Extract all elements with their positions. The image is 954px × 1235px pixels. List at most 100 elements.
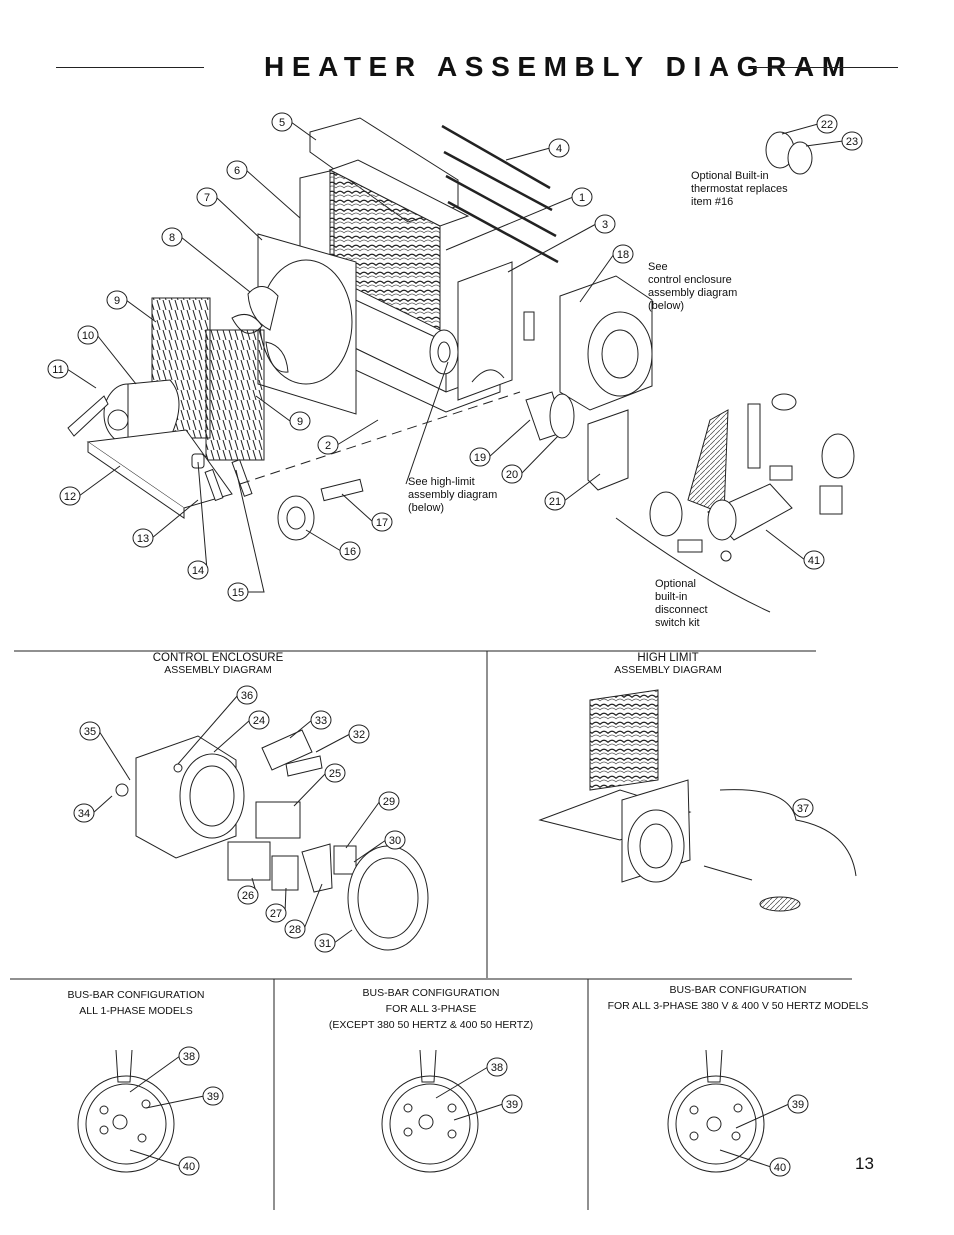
svg-text:26: 26 bbox=[242, 890, 254, 902]
svg-text:41: 41 bbox=[808, 555, 820, 567]
callout-2: 2 bbox=[317, 419, 379, 455]
svg-text:23: 23 bbox=[846, 136, 858, 148]
callout-10: 10 bbox=[77, 325, 137, 385]
callout-39c: 39 bbox=[735, 1094, 809, 1129]
svg-text:38: 38 bbox=[491, 1062, 503, 1074]
svg-text:24: 24 bbox=[253, 715, 265, 727]
callout-31: 31 bbox=[314, 929, 353, 953]
high-limit-ref-note: See high-limit assembly diagram (below) bbox=[408, 476, 498, 514]
svg-text:37: 37 bbox=[797, 803, 809, 815]
callout-5: 5 bbox=[271, 112, 317, 141]
callout-38a: 38 bbox=[129, 1046, 200, 1093]
callout-12: 12 bbox=[59, 465, 121, 506]
section-dividers bbox=[10, 650, 852, 1210]
callout-30: 30 bbox=[353, 830, 406, 863]
busbar-1phase-header: BUS-BAR CONFIGURATION ALL 1-PHASE MODELS bbox=[67, 989, 205, 1017]
callout-9b: 9 bbox=[255, 395, 311, 431]
svg-text:17: 17 bbox=[376, 517, 388, 529]
svg-text:21: 21 bbox=[549, 496, 561, 508]
callout-20: 20 bbox=[501, 435, 559, 484]
svg-text:18: 18 bbox=[617, 249, 629, 261]
svg-text:8: 8 bbox=[169, 232, 175, 244]
high-limit-drawing bbox=[538, 689, 857, 912]
callout-11: 11 bbox=[47, 359, 97, 389]
svg-text:30: 30 bbox=[389, 835, 401, 847]
callout-33: 33 bbox=[289, 710, 332, 739]
svg-text:31: 31 bbox=[319, 938, 331, 950]
svg-text:27: 27 bbox=[270, 908, 282, 920]
svg-text:9: 9 bbox=[297, 416, 303, 428]
callout-3: 3 bbox=[507, 214, 616, 273]
control-enclosure-subtitle: ASSEMBLY DIAGRAM bbox=[164, 664, 272, 676]
disconnect-kit-note: Optional built-in disconnect switch kit bbox=[655, 578, 708, 629]
svg-text:20: 20 bbox=[506, 469, 518, 481]
callout-21: 21 bbox=[544, 473, 601, 511]
callout-32: 32 bbox=[315, 724, 370, 753]
svg-text:39: 39 bbox=[207, 1091, 219, 1103]
callout-8: 8 bbox=[161, 227, 251, 293]
callout-6: 6 bbox=[226, 160, 301, 219]
high-limit-subtitle: ASSEMBLY DIAGRAM bbox=[614, 664, 722, 676]
svg-text:12: 12 bbox=[64, 491, 76, 503]
page-title: HEATER ASSEMBLY DIAGRAM bbox=[264, 51, 853, 82]
callouts: 1 2 3 4 5 6 7 8 9 9 10 11 12 13 14 15 16… bbox=[47, 112, 863, 1177]
callout-39b: 39 bbox=[453, 1094, 523, 1121]
callout-25: 25 bbox=[293, 763, 346, 807]
svg-text:28: 28 bbox=[289, 924, 301, 936]
svg-text:9: 9 bbox=[114, 295, 120, 307]
callout-4: 4 bbox=[505, 138, 570, 161]
svg-text:3: 3 bbox=[602, 219, 608, 231]
svg-text:15: 15 bbox=[232, 587, 244, 599]
callout-27: 27 bbox=[265, 887, 287, 923]
callout-36: 36 bbox=[177, 685, 258, 765]
busbar-3phase-header: BUS-BAR CONFIGURATION FOR ALL 3-PHASE (E… bbox=[328, 987, 534, 1031]
svg-text:6: 6 bbox=[234, 165, 240, 177]
svg-text:38: 38 bbox=[183, 1051, 195, 1063]
callout-41: 41 bbox=[765, 529, 825, 570]
svg-text:14: 14 bbox=[192, 565, 204, 577]
page-header: HEATER ASSEMBLY DIAGRAM bbox=[56, 48, 898, 88]
high-limit-title: HIGH LIMIT bbox=[637, 652, 699, 664]
svg-text:16: 16 bbox=[344, 546, 356, 558]
callout-23: 23 bbox=[805, 131, 863, 151]
svg-text:40: 40 bbox=[774, 1162, 786, 1174]
callout-19: 19 bbox=[469, 419, 531, 467]
title-rule-left bbox=[56, 67, 204, 68]
callout-29: 29 bbox=[345, 791, 400, 849]
control-enclosure-title: CONTROL ENCLOSURE bbox=[152, 652, 284, 664]
busbar-3phase-380-400-header: BUS-BAR CONFIGURATION FOR ALL 3-PHASE 38… bbox=[607, 984, 869, 1012]
callout-13: 13 bbox=[132, 499, 199, 548]
callout-39a: 39 bbox=[145, 1086, 224, 1109]
page-number: 13 bbox=[855, 1154, 874, 1173]
callout-40b: 40 bbox=[719, 1149, 791, 1177]
callout-35: 35 bbox=[79, 721, 131, 781]
callout-16: 16 bbox=[305, 529, 361, 561]
callout-28: 28 bbox=[284, 883, 323, 939]
control-enclosure-ref-note: See control enclosure assembly diagram (… bbox=[648, 261, 738, 312]
control-enclosure-header: CONTROL ENCLOSURE ASSEMBLY DIAGRAM bbox=[118, 652, 318, 676]
busbar-diagrams bbox=[77, 1049, 765, 1173]
svg-text:35: 35 bbox=[84, 726, 96, 738]
svg-text:40: 40 bbox=[183, 1161, 195, 1173]
svg-text:13: 13 bbox=[137, 533, 149, 545]
svg-text:11: 11 bbox=[52, 364, 63, 376]
svg-text:7: 7 bbox=[204, 192, 210, 204]
control-enclosure-drawing bbox=[115, 729, 429, 951]
svg-text:25: 25 bbox=[329, 768, 341, 780]
callout-40a: 40 bbox=[129, 1149, 200, 1176]
svg-text:39: 39 bbox=[506, 1099, 518, 1111]
svg-text:32: 32 bbox=[353, 729, 365, 741]
svg-text:29: 29 bbox=[383, 796, 395, 808]
heater-exploded-view bbox=[67, 117, 855, 613]
callout-38b: 38 bbox=[435, 1057, 508, 1099]
svg-text:5: 5 bbox=[279, 117, 285, 129]
svg-text:10: 10 bbox=[82, 330, 94, 342]
callout-9a: 9 bbox=[106, 290, 157, 323]
svg-text:19: 19 bbox=[474, 452, 486, 464]
svg-text:4: 4 bbox=[556, 143, 562, 155]
callout-37: 37 bbox=[792, 798, 814, 818]
svg-text:2: 2 bbox=[325, 440, 331, 452]
high-limit-header: HIGH LIMIT ASSEMBLY DIAGRAM bbox=[568, 652, 768, 676]
svg-text:34: 34 bbox=[78, 808, 90, 820]
